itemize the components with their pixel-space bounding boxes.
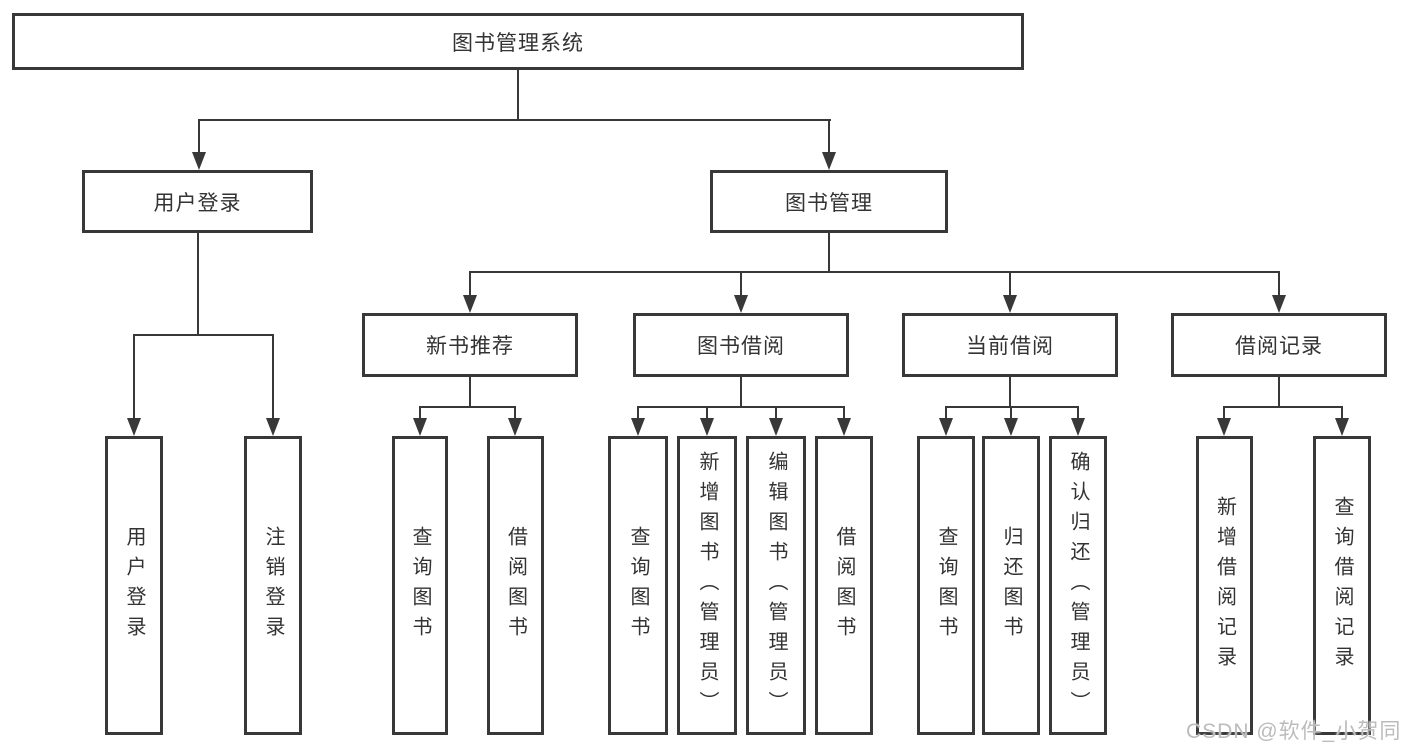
connector-vertical (1278, 377, 1280, 407)
connector-stem-leaf (1341, 406, 1343, 421)
connector-stem-leaf (514, 406, 516, 421)
arrow-down-icon (1003, 295, 1017, 313)
arrow-down-icon (1335, 418, 1349, 436)
arrow-down-icon (769, 418, 783, 436)
node-book-borrowing-label: 图书借阅 (697, 335, 785, 358)
arrow-down-icon (463, 295, 477, 313)
arrow-down-icon (266, 418, 280, 436)
leaf-query-books-borrowing-label: 查询图书 (627, 525, 649, 646)
node-book-borrowing: 图书借阅 (633, 313, 849, 377)
leaf-borrow-books-recommend-label: 借阅图书 (504, 525, 527, 646)
connector-stem-leaf (419, 406, 421, 421)
node-new-book-recommend: 新书推荐 (362, 313, 578, 377)
node-root: 图书管理系统 (12, 13, 1024, 70)
leaf-query-borrow-record-label: 查询借阅记录 (1331, 495, 1353, 676)
leaf-return-books-label: 归还图书 (1000, 525, 1022, 646)
arrow-down-icon (1004, 418, 1018, 436)
leaf-confirm-return-admin: 确认归还（管理员） (1049, 436, 1107, 735)
arrow-down-icon (939, 418, 953, 436)
connector-stem-leaf (1077, 406, 1079, 421)
connector-stem-leaf (945, 406, 947, 421)
arrow-down-icon (734, 295, 748, 313)
arrow-down-icon (192, 152, 206, 170)
connector-stem-module (1009, 271, 1011, 297)
arrow-down-icon (1272, 295, 1286, 313)
connector-book-management-vertical (828, 233, 830, 273)
connector-vertical (469, 377, 471, 407)
csdn-watermark: CSDN @软件_小贺同学 (1186, 720, 1402, 743)
leaf-add-book-admin-label: 新增图书（管理员） (696, 450, 718, 721)
leaf-return-books: 归还图书 (982, 436, 1040, 735)
leaf-edit-book-admin: 编辑图书（管理员） (746, 436, 806, 735)
leaf-add-borrow-record: 新增借阅记录 (1196, 436, 1253, 735)
node-current-borrowing: 当前借阅 (902, 313, 1118, 377)
connector-root-vertical (517, 70, 519, 121)
connector-stem-module (740, 271, 742, 297)
connector-horizontal (945, 406, 1079, 408)
node-current-borrowing-label: 当前借阅 (966, 335, 1054, 358)
node-book-management: 图书管理 (710, 170, 948, 233)
connector-stem-module (1278, 271, 1280, 297)
leaf-confirm-return-admin-label: 确认归还（管理员） (1067, 450, 1089, 721)
leaf-edit-book-admin-label: 编辑图书（管理员） (765, 450, 787, 721)
leaf-query-books-recommend: 查询图书 (392, 436, 448, 735)
connector-user-login-vertical (197, 233, 199, 336)
node-borrowing-records: 借阅记录 (1171, 313, 1387, 377)
connector-stem-leaf (1223, 406, 1225, 421)
node-user-login-label: 用户登录 (153, 191, 242, 215)
node-user-login: 用户登录 (82, 170, 313, 233)
connector-user-login-horizontal (133, 334, 274, 336)
arrow-down-icon (1071, 418, 1085, 436)
arrow-down-icon (631, 418, 645, 436)
connector-stem-leaf (843, 406, 845, 421)
leaf-logout-label: 注销登录 (262, 525, 284, 646)
arrow-down-icon (127, 418, 141, 436)
connector-stem-user-login (198, 119, 200, 155)
leaf-add-borrow-record-label: 新增借阅记录 (1213, 495, 1236, 676)
arrow-down-icon (700, 418, 714, 436)
connector-stem-leaf (637, 406, 639, 421)
leaf-logout: 注销登录 (244, 436, 302, 735)
arrow-down-icon (1217, 418, 1231, 436)
connector-horizontal (637, 406, 845, 408)
leaf-query-borrow-record: 查询借阅记录 (1313, 436, 1371, 735)
node-borrowing-records-label: 借阅记录 (1235, 335, 1323, 358)
node-book-management-label: 图书管理 (785, 191, 873, 215)
leaf-user-login-label: 用户登录 (123, 525, 145, 646)
node-root-label: 图书管理系统 (452, 31, 584, 55)
leaf-borrow-books-borrowing: 借阅图书 (815, 436, 873, 735)
connector-stem-leaf (1010, 406, 1012, 421)
connector-stem-leaf (775, 406, 777, 421)
connector-stem-module (469, 271, 471, 297)
connector-book-management-horizontal (469, 271, 1280, 273)
connector-root-horizontal (198, 119, 831, 121)
leaf-borrow-books-recommend: 借阅图书 (487, 436, 544, 735)
connector-stem-book-management (828, 119, 830, 155)
arrow-down-icon (508, 418, 522, 436)
leaf-query-books-current-label: 查询图书 (935, 525, 957, 646)
arrow-down-icon (413, 418, 427, 436)
leaf-query-books-current: 查询图书 (917, 436, 975, 735)
leaf-query-books-borrowing: 查询图书 (608, 436, 668, 735)
leaf-borrow-books-borrowing-label: 借阅图书 (833, 525, 855, 646)
leaf-add-book-admin: 新增图书（管理员） (677, 436, 737, 735)
connector-stem-leaf (272, 334, 274, 421)
connector-stem-leaf (133, 334, 135, 421)
connector-stem-leaf (706, 406, 708, 421)
arrow-down-icon (837, 418, 851, 436)
connector-horizontal (1223, 406, 1343, 408)
leaf-user-login: 用户登录 (105, 436, 163, 735)
leaf-query-books-recommend-label: 查询图书 (409, 525, 431, 646)
arrow-down-icon (822, 152, 836, 170)
connector-horizontal (419, 406, 516, 408)
connector-vertical (740, 377, 742, 407)
connector-vertical (1009, 377, 1011, 407)
node-new-book-recommend-label: 新书推荐 (426, 335, 514, 358)
